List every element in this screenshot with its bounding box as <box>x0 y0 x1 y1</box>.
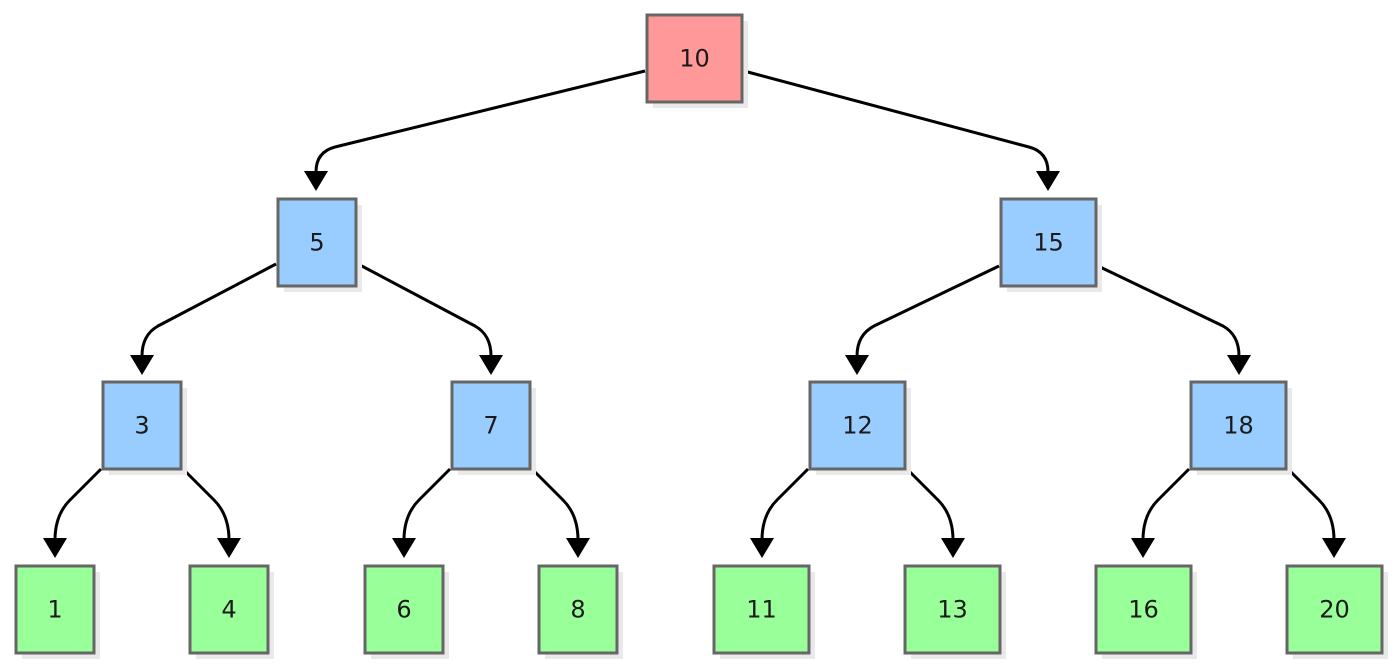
node-box <box>276 197 358 288</box>
edge-3-to-4 <box>181 467 241 558</box>
arrowhead-icon <box>941 538 965 558</box>
tree-node-11: 11 <box>712 564 815 659</box>
arrowhead-icon <box>479 355 503 375</box>
arrowhead-icon <box>566 538 590 558</box>
edge-line <box>530 467 580 541</box>
node-label: 8 <box>570 596 585 624</box>
node-box <box>808 380 907 471</box>
edge-10-to-15 <box>743 69 1060 191</box>
edge-line <box>402 467 452 541</box>
node-label: 11 <box>746 596 777 624</box>
tree-node-15: 15 <box>999 197 1102 292</box>
arrowhead-icon <box>217 538 241 558</box>
tree-node-7: 7 <box>450 380 536 475</box>
edge-7-to-8 <box>530 467 590 558</box>
tree-node-16: 16 <box>1094 564 1197 659</box>
tree-node-10: 10 <box>645 13 748 108</box>
tree-node-6: 6 <box>363 564 449 659</box>
arrowhead-icon <box>1131 538 1155 558</box>
node-box <box>363 564 445 655</box>
arrowhead-icon <box>43 538 67 558</box>
node-box <box>14 564 96 655</box>
node-label: 15 <box>1033 229 1064 257</box>
node-label: 16 <box>1128 596 1159 624</box>
node-label: 7 <box>483 412 498 440</box>
node-label: 3 <box>134 412 149 440</box>
node-box <box>999 197 1098 288</box>
edge-line <box>314 69 646 173</box>
node-box <box>1189 380 1288 471</box>
edge-3-to-1 <box>43 467 103 558</box>
edge-18-to-16 <box>1131 467 1191 558</box>
arrowhead-icon <box>1036 171 1060 191</box>
node-label: 20 <box>1319 596 1350 624</box>
node-label: 4 <box>221 596 236 624</box>
arrowhead-icon <box>750 538 774 558</box>
tree-node-20: 20 <box>1285 564 1388 659</box>
edge-line <box>1097 264 1241 357</box>
node-label: 18 <box>1223 412 1254 440</box>
tree-node-8: 8 <box>537 564 623 659</box>
arrowhead-icon <box>304 171 328 191</box>
tree-node-5: 5 <box>276 197 362 292</box>
node-label: 5 <box>309 229 324 257</box>
edge-5-to-7 <box>357 262 503 375</box>
node-box <box>645 13 744 104</box>
edge-line <box>181 467 231 541</box>
edge-line <box>760 467 810 541</box>
tree-node-18: 18 <box>1189 380 1292 475</box>
arrowhead-icon <box>130 355 154 375</box>
edge-line <box>855 264 1000 357</box>
edge-10-to-5 <box>304 69 646 191</box>
arrowhead-icon <box>1322 538 1346 558</box>
edge-line <box>1141 467 1191 541</box>
edge-line <box>1286 467 1336 541</box>
edge-line <box>53 467 103 541</box>
edge-line <box>905 467 955 541</box>
tree-node-4: 4 <box>188 564 274 659</box>
edge-5-to-3 <box>130 262 277 375</box>
node-box <box>537 564 619 655</box>
node-label: 10 <box>679 45 710 73</box>
nodes-layer: 10 5 15 3 7 12 18 1 4 6 8 11 13 16 20 <box>14 13 1388 659</box>
arrowhead-icon <box>845 355 869 375</box>
edge-12-to-11 <box>750 467 810 558</box>
node-label: 13 <box>937 596 968 624</box>
tree-node-12: 12 <box>808 380 911 475</box>
edge-12-to-13 <box>905 467 965 558</box>
edge-line <box>357 262 493 357</box>
node-box <box>1094 564 1193 655</box>
arrowhead-icon <box>392 538 416 558</box>
node-box <box>188 564 270 655</box>
edge-7-to-6 <box>392 467 452 558</box>
edge-18-to-20 <box>1286 467 1346 558</box>
node-box <box>450 380 532 471</box>
node-label: 1 <box>47 596 62 624</box>
edges-layer <box>43 69 1346 558</box>
node-label: 6 <box>396 596 411 624</box>
node-label: 12 <box>842 412 873 440</box>
edge-15-to-12 <box>845 264 1000 375</box>
node-box <box>101 380 183 471</box>
node-box <box>1285 564 1384 655</box>
edge-line <box>140 262 277 357</box>
tree-node-1: 1 <box>14 564 100 659</box>
tree-node-13: 13 <box>903 564 1006 659</box>
tree-node-3: 3 <box>101 380 187 475</box>
edge-15-to-18 <box>1097 264 1251 375</box>
edge-line <box>743 69 1050 173</box>
arrowhead-icon <box>1227 355 1251 375</box>
node-box <box>712 564 811 655</box>
node-box <box>903 564 1002 655</box>
